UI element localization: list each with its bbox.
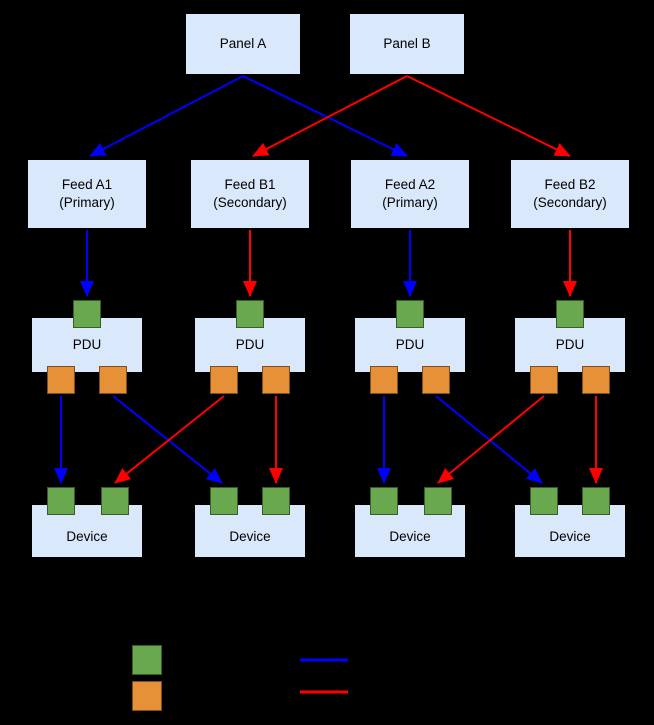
pdu-1-output-port-left-icon	[47, 366, 75, 394]
panel-a-node: Panel A	[186, 14, 300, 74]
feed-a2-name: Feed A2	[384, 176, 436, 192]
arrow-pdu-1-right-to-device-2-left	[112, 395, 223, 484]
pdu-1-label: PDU	[72, 336, 102, 352]
feed-b1-name: Feed B1	[224, 176, 276, 192]
pdu-4-output-port-left-icon	[530, 366, 558, 394]
panel-b-label: Panel B	[383, 35, 431, 51]
panel-b-node: Panel B	[350, 14, 464, 74]
pdu-2-output-port-right-icon	[262, 366, 290, 394]
device-2-input-port-right-icon	[262, 487, 290, 515]
device-4-label: Device	[549, 528, 591, 544]
pdu-3-output-port-left-icon	[370, 366, 398, 394]
feed-b2-role: (Secondary)	[533, 195, 607, 210]
pdu-1-output-port-right-icon	[99, 366, 127, 394]
feed-a1-node: Feed A1 (Primary)	[28, 160, 146, 228]
pdu-1-node: PDU	[32, 318, 142, 372]
arrow-panel-b-to-feed-b2	[406, 75, 571, 157]
pdu-3-label: PDU	[395, 336, 425, 352]
pdu-4-output-port-right-icon	[582, 366, 610, 394]
device-4-input-port-right-icon	[582, 487, 610, 515]
feed-a2-role: (Primary)	[382, 195, 438, 210]
arrow-pdu-4-left-to-device-3-right	[437, 395, 545, 484]
device-1-label: Device	[66, 528, 108, 544]
device-1-input-port-left-icon	[47, 487, 75, 515]
feed-b2-name: Feed B2	[544, 176, 596, 192]
device-1-input-port-right-icon	[101, 487, 129, 515]
device-3-input-port-left-icon	[370, 487, 398, 515]
arrow-panel-a-to-feed-a1	[89, 75, 244, 157]
device-3-label: Device	[389, 528, 431, 544]
legend-output-port-swatch-icon	[132, 681, 162, 711]
arrow-pdu-3-right-to-device-4-left	[435, 395, 543, 484]
pdu-2-output-port-left-icon	[210, 366, 238, 394]
feed-a2-node: Feed A2 (Primary)	[351, 160, 469, 228]
arrow-panel-a-to-feed-a2	[242, 75, 408, 157]
pdu-3-input-port-icon	[396, 300, 424, 328]
device-2-input-port-left-icon	[210, 487, 238, 515]
pdu-3-output-port-right-icon	[422, 366, 450, 394]
feed-b1-role: (Secondary)	[213, 195, 287, 210]
pdu-1-input-port-icon	[73, 300, 101, 328]
pdu-4-label: PDU	[555, 336, 585, 352]
feed-a1-role: (Primary)	[59, 195, 115, 210]
pdu-4-input-port-icon	[556, 300, 584, 328]
device-3-input-port-right-icon	[424, 487, 452, 515]
device-4-input-port-left-icon	[530, 487, 558, 515]
arrow-panel-b-to-feed-b1	[252, 75, 408, 157]
feed-b1-node: Feed B1 (Secondary)	[191, 160, 309, 228]
pdu-2-label: PDU	[235, 336, 265, 352]
legend-input-port-swatch-icon	[132, 645, 162, 675]
arrow-pdu-2-left-to-device-1-right	[114, 395, 225, 484]
device-2-label: Device	[229, 528, 271, 544]
pdu-2-input-port-icon	[236, 300, 264, 328]
panel-a-label: Panel A	[219, 35, 267, 51]
pdu-2-node: PDU	[195, 318, 305, 372]
feed-a1-name: Feed A1	[61, 176, 113, 192]
feed-b2-node: Feed B2 (Secondary)	[511, 160, 629, 228]
